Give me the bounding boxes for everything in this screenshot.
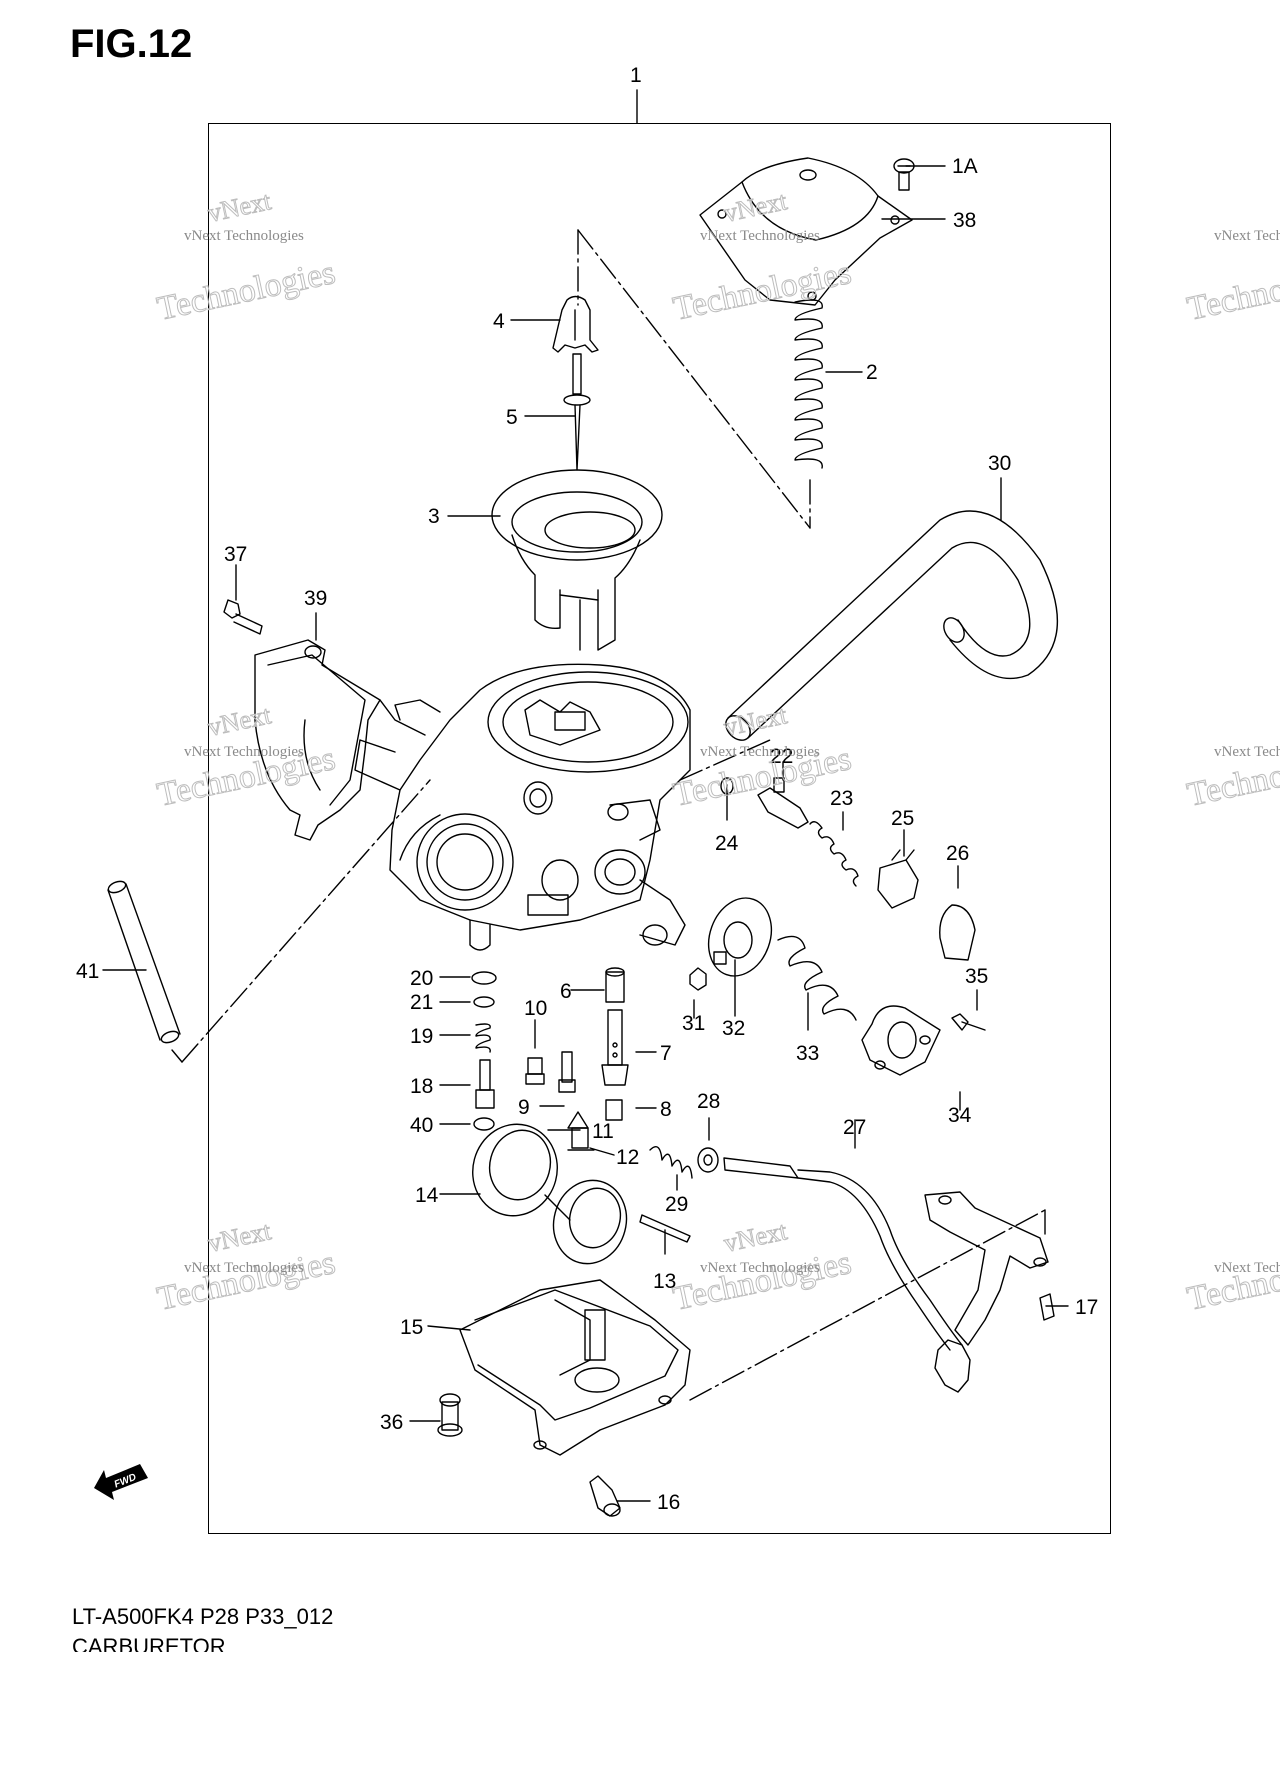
throttle-stop-set	[649, 1146, 971, 1393]
watermarks: Technologies vNext Technologies vNext Te…	[153, 186, 1280, 1319]
callout-34: 34	[948, 1104, 972, 1127]
callout-21: 21	[410, 991, 433, 1014]
callout-38: 38	[953, 209, 976, 232]
figure-title: FIG.12	[70, 22, 193, 66]
watermark-caption: vNext Techn	[1214, 1260, 1280, 1276]
needle-holder	[552, 295, 599, 353]
assembly-frame	[208, 123, 1111, 1534]
watermark-caption: vNext Technologies	[184, 744, 304, 760]
callout-4: 4	[493, 310, 505, 333]
watermark-caption: vNext Techn	[1214, 228, 1280, 244]
bracket-bolt	[223, 599, 263, 635]
drain-screw	[589, 1475, 621, 1517]
assembly-reference-lines	[171, 229, 1046, 1401]
callout-29: 29	[665, 1193, 688, 1216]
callout-24: 24	[715, 832, 739, 855]
callout-26: 26	[946, 842, 969, 865]
float-chamber	[459, 1279, 691, 1456]
diaphragm-cover	[699, 157, 913, 306]
callout-27: 27	[843, 1116, 866, 1139]
callout-17: 17	[1075, 1296, 1098, 1319]
pilot-screw-set	[720, 777, 976, 961]
callout-1: 1	[630, 64, 642, 87]
callout-3: 3	[428, 505, 440, 528]
float-valve	[567, 1111, 595, 1151]
callout-25: 25	[891, 807, 914, 830]
watermark-small: vNext	[205, 700, 274, 742]
callout-1A: 1A	[952, 155, 978, 178]
callout-16: 16	[657, 1491, 680, 1514]
callout-12: 12	[616, 1146, 639, 1169]
watermark-large: Technologies	[154, 740, 339, 814]
diaphragm-piston	[491, 469, 663, 651]
callout-14: 14	[415, 1184, 439, 1207]
main-jets	[525, 1051, 576, 1093]
watermark-large: Technologies	[1184, 740, 1280, 814]
forward-arrow-icon: FWD	[94, 1464, 148, 1500]
watermark-large: Technologies	[670, 1244, 855, 1318]
watermark-small: vNext	[205, 186, 274, 228]
callout-13: 13	[653, 1270, 676, 1293]
accelerator-pump	[707, 897, 986, 1076]
callout-9: 9	[518, 1096, 530, 1119]
callout-8: 8	[660, 1098, 672, 1121]
watermark-caption: vNext Techn	[1214, 744, 1280, 760]
callout-39: 39	[304, 587, 327, 610]
watermark-caption: vNext Technologies	[184, 228, 304, 244]
jet-needle	[563, 353, 591, 471]
float	[472, 1123, 628, 1265]
callout-30: 30	[988, 452, 1011, 475]
callout-40: 40	[410, 1114, 433, 1137]
callout-6: 6	[560, 980, 572, 1003]
float-pin	[639, 1214, 691, 1243]
overflow-tube	[107, 880, 181, 1044]
chamber-screw	[437, 1393, 463, 1437]
cover-screw	[893, 158, 915, 191]
watermark-large: Technologies	[1184, 1244, 1280, 1318]
carburetor-body	[354, 663, 691, 951]
callout-28: 28	[697, 1090, 720, 1113]
callout-20: 20	[410, 967, 433, 990]
watermark-caption: vNext Technologies	[700, 1260, 820, 1276]
callout-7: 7	[660, 1042, 672, 1065]
watermark-large: Technologies	[154, 1244, 339, 1318]
needle-jet-stack	[601, 967, 629, 1121]
watermark-caption: vNext Technologies	[184, 1260, 304, 1276]
watermark-large: Technologies	[1184, 254, 1280, 328]
callout-11: 11	[592, 1120, 614, 1143]
figure-code: LT-A500FK4 P28 P33_012	[72, 1604, 334, 1629]
callout-19: 19	[410, 1025, 433, 1048]
callout-labels: 1 1A 38 4 2 5 3 30 37 39 22 23 25 24 26 …	[76, 64, 1098, 1514]
callout-22: 22	[770, 745, 793, 768]
piston-spring	[794, 299, 823, 469]
callout-10: 10	[524, 997, 547, 1020]
callout-36: 36	[380, 1411, 403, 1434]
callout-37: 37	[224, 543, 247, 566]
cable-bracket	[924, 1191, 1055, 1346]
callout-33: 33	[796, 1042, 819, 1065]
callout-23: 23	[830, 787, 853, 810]
callout-15: 15	[400, 1316, 423, 1339]
callout-2: 2	[866, 361, 878, 384]
watermark-small: vNext	[721, 1216, 790, 1258]
vent-hose	[725, 510, 1059, 741]
callout-31: 31	[682, 1012, 705, 1035]
figure-name: CARBURETOR	[72, 1634, 226, 1652]
watermark-small: vNext	[205, 1216, 274, 1258]
pilot-jet-stack	[471, 971, 497, 1131]
callout-35: 35	[965, 965, 988, 988]
callout-41: 41	[76, 960, 99, 983]
side-bracket	[254, 639, 381, 841]
callout-18: 18	[410, 1075, 433, 1098]
callout-5: 5	[506, 406, 518, 429]
watermark-caption: vNext Technologies	[700, 744, 820, 760]
callout-32: 32	[722, 1017, 745, 1040]
watermark-large: Technologies	[154, 254, 339, 328]
nut-31	[689, 967, 707, 991]
